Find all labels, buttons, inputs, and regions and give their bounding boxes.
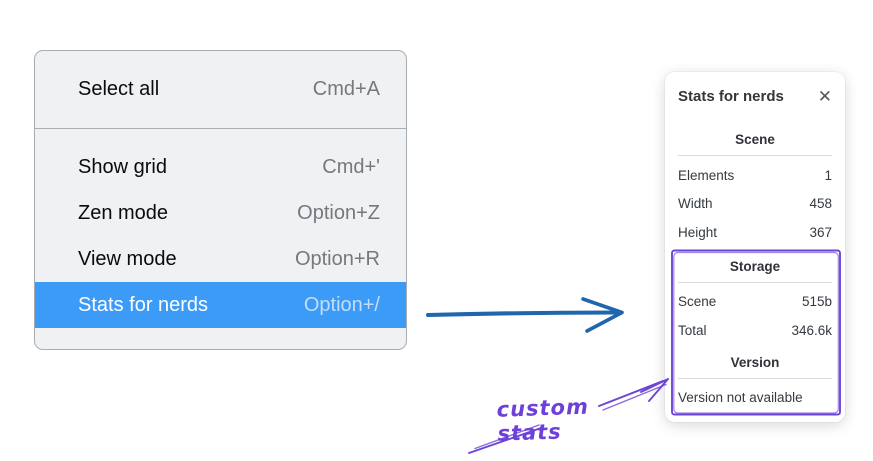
stat-value: 458	[809, 196, 832, 212]
menu-item-shortcut: Option+/	[303, 293, 380, 316]
scene-rows: Elements 1 Width 458 Height 367	[678, 161, 832, 247]
menu-item-shortcut: Cmd+A	[312, 78, 380, 100]
stat-row-height: Height 367	[678, 218, 832, 247]
menu-item-shortcut: Option+Z	[297, 201, 380, 224]
menu-item-label: Show grid	[78, 155, 167, 178]
menu-item-label: View mode	[78, 247, 177, 270]
storage-rows: Scene 515b Total 346.6k	[678, 288, 832, 345]
section-heading-scene: Scene	[735, 132, 775, 147]
close-icon[interactable]: ✕	[817, 86, 832, 106]
stat-row-scene-size: Scene 515b	[678, 288, 832, 317]
menu-section-top: Select all Cmd+A	[35, 51, 406, 128]
stat-value: 346.6k	[791, 322, 832, 338]
section-heading-version: Version	[730, 354, 780, 370]
annotation-custom-stats-label: custom stats	[496, 394, 590, 446]
stat-row-elements: Elements 1	[678, 161, 832, 190]
menu-item-label: Zen mode	[78, 201, 169, 224]
version-note: Version not available	[678, 390, 803, 405]
menu-divider	[35, 128, 406, 129]
annotation-arrow	[468, 378, 669, 454]
stat-label: Scene	[678, 294, 717, 310]
stat-row-total-size: Total 346.6k	[678, 316, 832, 345]
menu-item-shortcut: Option+R	[294, 247, 380, 270]
menu-item-zen-mode[interactable]: Zen mode Option+Z	[35, 190, 406, 236]
menu-item-view-mode[interactable]: View mode Option+R	[35, 236, 406, 282]
section-divider	[678, 155, 832, 156]
menu-item-show-grid[interactable]: Show grid Cmd+'	[35, 144, 406, 190]
panel-title: Stats for nerds	[678, 87, 784, 105]
stat-value: 367	[809, 224, 832, 240]
section-divider	[678, 377, 832, 379]
stat-row-width: Width 458	[678, 190, 832, 219]
stat-value: 515b	[801, 294, 832, 310]
stat-value: 1	[824, 167, 832, 183]
menu-item-shortcut: Cmd+'	[322, 155, 380, 178]
stat-label: Height	[678, 224, 718, 240]
section-heading-storage: Storage	[729, 258, 781, 274]
menu-item-label: Select all	[78, 78, 160, 100]
menu-item-label: Stats for nerds	[78, 293, 209, 316]
stat-label: Width	[678, 196, 713, 212]
stats-panel: Stats for nerds ✕ Scene Elements 1 Width…	[665, 72, 845, 422]
context-menu: Select all Cmd+A Show grid Cmd+' Zen mod…	[34, 50, 407, 350]
menu-item-select-all[interactable]: Select all Cmd+A	[35, 67, 406, 113]
menu-section-bottom: Show grid Cmd+' Zen mode Option+Z View m…	[35, 129, 406, 328]
stat-label: Elements	[678, 167, 735, 183]
menu-item-stats-for-nerds[interactable]: Stats for nerds Option+/	[35, 282, 406, 328]
section-divider	[678, 281, 832, 283]
blue-arrow	[426, 297, 624, 333]
stat-label: Total	[678, 322, 707, 338]
stats-panel-header: Stats for nerds ✕	[678, 83, 832, 109]
